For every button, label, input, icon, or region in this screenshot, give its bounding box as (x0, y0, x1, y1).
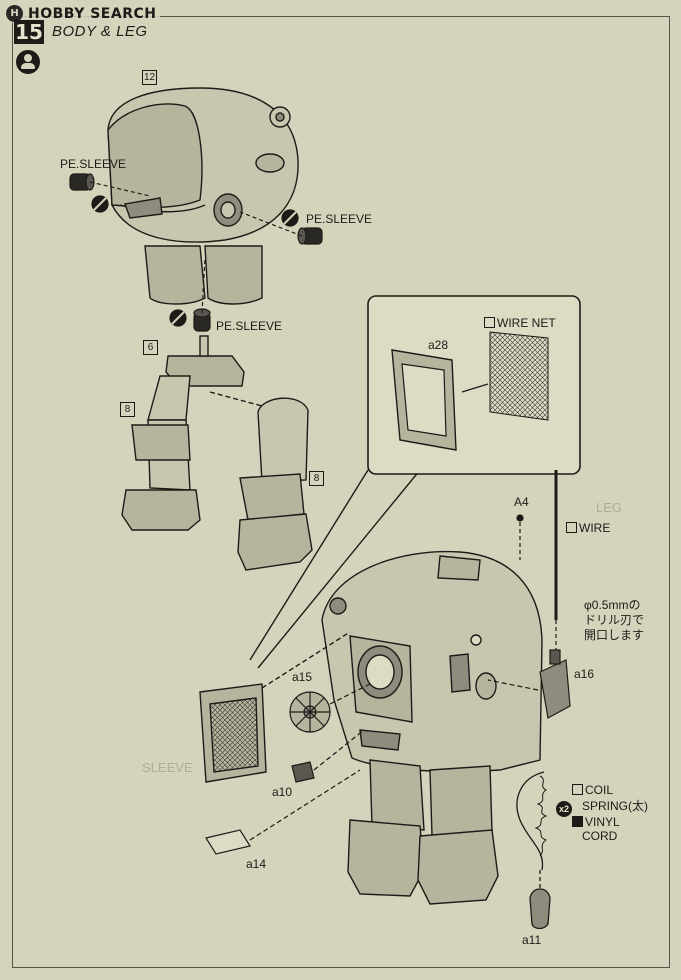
callout-a10: a10 (272, 785, 293, 799)
vinyl-filled-square-icon (572, 816, 583, 827)
ghost-text-right: LEG (596, 500, 623, 515)
wire-net-label: WIRE NET (484, 317, 556, 329)
part-number-8-left: 8 (120, 402, 135, 417)
callout-a15: a15 (292, 670, 313, 684)
coil-text: COIL (585, 783, 614, 797)
pe-sleeve-label-2: PE.SLEEVE (306, 212, 373, 226)
quantity-badge: x2 (556, 801, 572, 817)
fan-part (289, 683, 371, 733)
callout-a4: A4 (514, 495, 529, 509)
watermark-text: HOBBY SEARCH (28, 5, 157, 22)
drill-note-line-3: 開口します (584, 628, 645, 642)
step-title: BODY & LEG (52, 23, 148, 40)
wire-net-text: WIRE NET (497, 316, 556, 330)
pe-sleeve-parts (69, 173, 323, 332)
pe-sleeve-label-3: PE.SLEEVE (216, 319, 283, 333)
coil-spring-label: COIL (572, 784, 613, 796)
wire-and-a16 (487, 470, 571, 719)
wire-net-checkbox-icon (484, 317, 495, 328)
upper-body-part (107, 87, 299, 305)
small-parts (205, 729, 365, 855)
drill-note-line-1: φ0.5mmの (584, 598, 641, 612)
vinyl-text: VINYL (585, 815, 620, 829)
callout-a28: a28 (428, 338, 449, 352)
grille-part (199, 631, 351, 783)
builder-icon (16, 50, 40, 74)
coil-checkbox-icon (572, 784, 583, 795)
callout-a16: a16 (574, 667, 595, 681)
wire-net-inset (249, 295, 581, 669)
watermark-logo: H HOBBY SEARCH (4, 4, 161, 23)
hip-and-leg-parts (121, 335, 313, 571)
part-number-8-right: 8 (309, 471, 324, 486)
hobby-search-logo-icon: H (6, 5, 23, 22)
callout-a14: a14 (246, 857, 267, 871)
vinyl-cord-label-2: CORD (582, 829, 618, 843)
wire-checkbox-icon (566, 522, 577, 533)
step-number: 15 (14, 20, 44, 44)
assembled-body (321, 550, 543, 905)
coil-spring-label-2: SPRING(太) (582, 799, 649, 813)
coil-spring-part (516, 771, 551, 930)
ghost-text-left: SLEEVE (142, 760, 193, 775)
callout-a11: a11 (522, 933, 542, 947)
part-number-12: 12 (142, 70, 157, 85)
no-glue-icons (91, 195, 299, 327)
part-number-6: 6 (143, 340, 158, 355)
page-frame (12, 16, 670, 968)
vinyl-cord-label: VINYL (572, 816, 620, 828)
drill-note-line-2: ドリル刃で (584, 613, 645, 627)
wire-text: WIRE (579, 521, 611, 535)
wire-label: WIRE (566, 522, 610, 534)
pe-sleeve-label-1: PE.SLEEVE (60, 157, 127, 171)
